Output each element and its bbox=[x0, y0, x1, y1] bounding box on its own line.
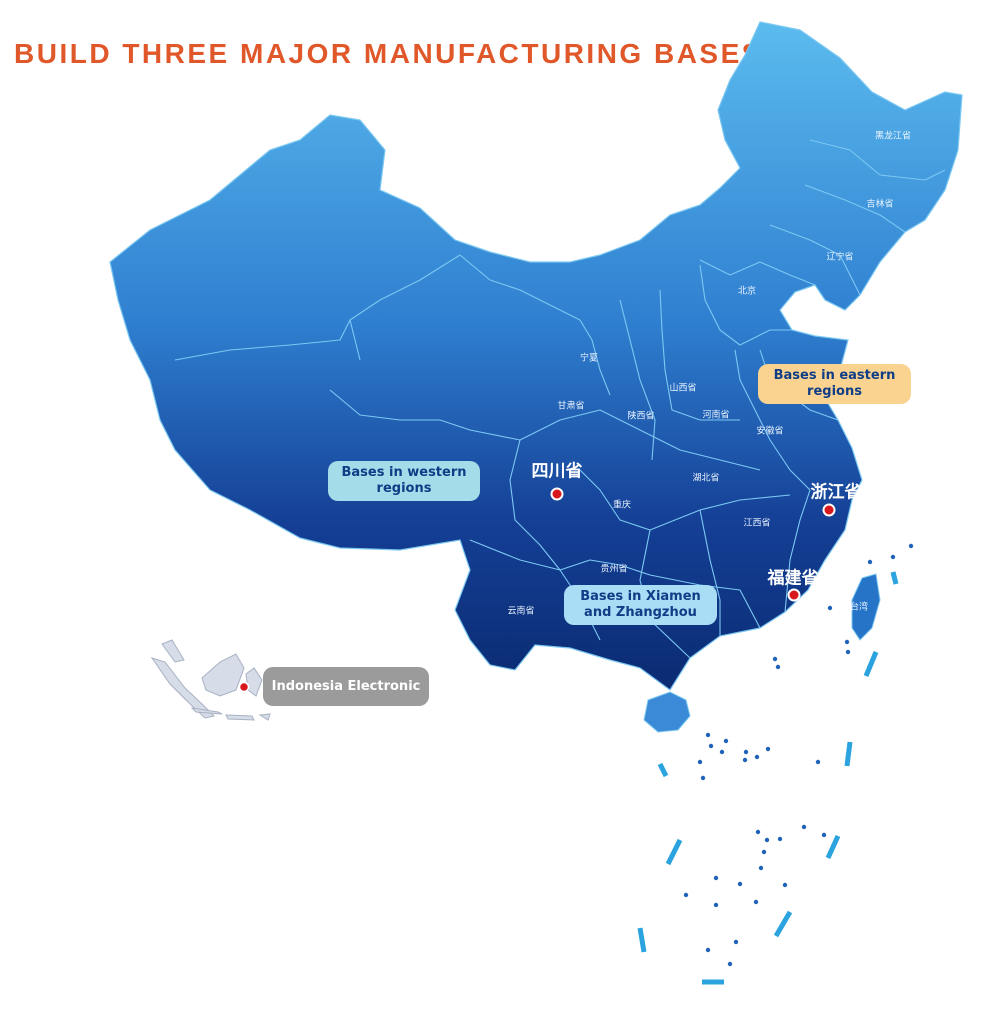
province-label-henan: 河南省 bbox=[702, 410, 730, 421]
page-title: BUILD THREE MAJOR MANUFACTURING BASES bbox=[14, 38, 763, 69]
province-label-beijing: 北京 bbox=[737, 286, 757, 297]
nine-dash-line bbox=[637, 571, 899, 985]
indonesia-callout-label: Indonesia Electronic bbox=[271, 678, 421, 694]
western-regions-callout[interactable]: Bases in western regions bbox=[328, 461, 480, 501]
island-dots bbox=[683, 543, 914, 967]
province-label-gansu: 甘肃省 bbox=[557, 401, 585, 412]
eastern-regions-callout[interactable]: Bases in eastern regions bbox=[758, 364, 911, 404]
province-label-liaoning: 辽宁省 bbox=[826, 252, 854, 263]
indonesia-islands bbox=[150, 639, 271, 721]
province-label-hubei: 湖北省 bbox=[692, 473, 720, 484]
province-label-heilongjiang: 黑龙江省 bbox=[874, 131, 912, 142]
hainan-shape bbox=[643, 691, 691, 733]
province-label-jilin: 吉林省 bbox=[866, 199, 894, 210]
province-label-ningxia: 宁夏 bbox=[579, 353, 599, 364]
province-label-shaanxi: 陕西省 bbox=[627, 411, 655, 422]
province-label-jiangxi: 江西省 bbox=[743, 518, 771, 529]
province-label-chongqing: 重庆 bbox=[612, 500, 632, 511]
province-label-taiwan: 台湾 bbox=[849, 602, 869, 613]
province-label-anhui: 安徽省 bbox=[756, 426, 784, 437]
province-label-guizhou: 贵州省 bbox=[600, 564, 628, 575]
sichuan-marker[interactable] bbox=[550, 487, 564, 501]
xiamen-callout-line2: and Zhangzhou bbox=[584, 605, 697, 620]
western-callout-line2: regions bbox=[376, 481, 432, 496]
western-callout-line1: Bases in western bbox=[341, 465, 467, 480]
zhejiang-label: 浙江省 bbox=[810, 482, 862, 503]
xiamen-zhangzhou-callout[interactable]: Bases in Xiamen and Zhangzhou bbox=[564, 585, 717, 625]
mainland-china-shape bbox=[109, 21, 963, 691]
sichuan-label: 四川省 bbox=[531, 461, 583, 482]
zhejiang-marker[interactable] bbox=[822, 503, 836, 517]
xiamen-callout-line1: Bases in Xiamen bbox=[580, 589, 701, 604]
indonesia-electronic-callout[interactable]: Indonesia Electronic bbox=[263, 667, 429, 706]
province-label-yunnan: 云南省 bbox=[507, 606, 535, 617]
eastern-callout-line2: regions bbox=[807, 384, 862, 399]
fujian-marker[interactable] bbox=[787, 588, 801, 602]
fujian-label: 福建省 bbox=[767, 568, 819, 589]
taiwan-shape bbox=[851, 573, 881, 641]
province-label-shanxi: 山西省 bbox=[669, 383, 697, 394]
eastern-callout-line1: Bases in eastern bbox=[773, 368, 896, 383]
indonesia-marker[interactable] bbox=[238, 681, 250, 693]
